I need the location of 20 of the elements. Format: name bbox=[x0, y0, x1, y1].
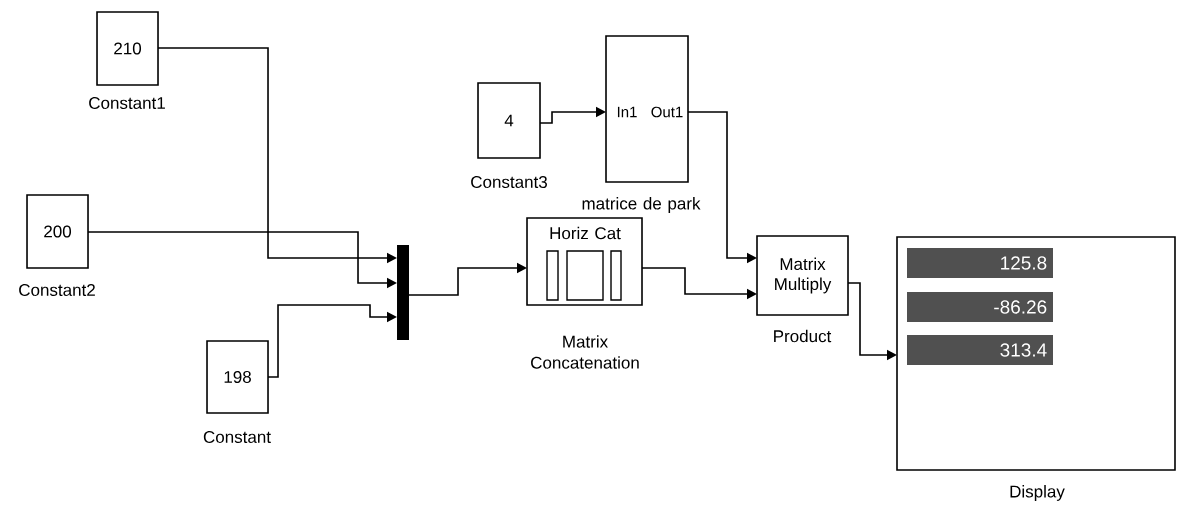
value-text: 313.4 bbox=[1000, 343, 1047, 357]
block-text: Horiz Cat bbox=[550, 226, 621, 240]
block-text: In1 bbox=[617, 106, 637, 118]
block-text: 200 bbox=[44, 225, 72, 238]
block-label: Constant bbox=[203, 430, 271, 443]
value-text: 125.8 bbox=[1001, 256, 1047, 270]
block-text: Matrix Multiply bbox=[775, 257, 832, 294]
value-text: -86.26 bbox=[994, 300, 1047, 314]
block-label: Display bbox=[1010, 485, 1065, 501]
block-label: matrice de park bbox=[582, 197, 701, 213]
block-label: Constant2 bbox=[19, 283, 95, 296]
block-label: Product bbox=[774, 329, 832, 343]
block-text: 198 bbox=[224, 370, 251, 383]
arrow bbox=[267, 304, 397, 378]
block-label: Matrix Concatenation bbox=[531, 335, 639, 369]
block-label: Constant3 bbox=[471, 176, 547, 188]
block-label: Constant1 bbox=[89, 97, 165, 109]
block-text: 210 bbox=[114, 42, 142, 55]
block-text: 4 bbox=[504, 114, 514, 127]
block-text: Out1 bbox=[651, 106, 683, 118]
